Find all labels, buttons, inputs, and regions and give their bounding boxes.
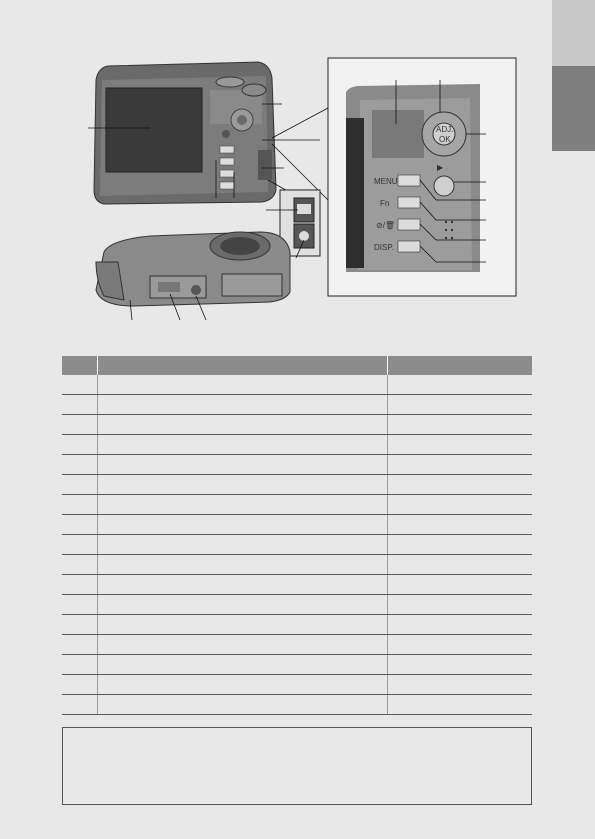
chapter-tab-dark xyxy=(552,66,595,151)
table-cell xyxy=(387,634,532,655)
table-row xyxy=(62,614,532,635)
table-cell xyxy=(97,534,388,555)
table-cell xyxy=(62,394,98,415)
table-cell xyxy=(62,574,98,595)
table-cell xyxy=(97,514,388,535)
camera-back-illustration xyxy=(93,61,277,205)
table-cell xyxy=(387,514,532,535)
table-cell xyxy=(62,594,98,615)
table-cell xyxy=(62,674,98,695)
table-cell xyxy=(97,394,388,415)
table-row xyxy=(62,654,532,675)
table-row xyxy=(62,494,532,515)
table-cell xyxy=(387,574,532,595)
table-row xyxy=(62,514,532,535)
table-row xyxy=(62,414,532,435)
table-cell xyxy=(387,474,532,495)
header-col-ref xyxy=(387,356,532,375)
table-cell xyxy=(387,394,532,415)
header-col-name xyxy=(97,356,388,375)
table-cell xyxy=(97,654,388,675)
table-row xyxy=(62,554,532,575)
table-cell xyxy=(387,534,532,555)
table-cell xyxy=(62,614,98,635)
table-row xyxy=(62,674,532,695)
table-cell xyxy=(97,375,388,395)
table-cell xyxy=(387,654,532,675)
menu-button-label: MENU xyxy=(374,177,398,186)
parts-table xyxy=(62,356,532,715)
zoom-inset-illustration: MENU Fn ⊘/🗑 DISP. ADJ. OK ▶ xyxy=(346,84,480,272)
table-cell xyxy=(62,654,98,675)
fn-button-label: Fn xyxy=(380,199,389,208)
table-cell xyxy=(387,494,532,515)
chapter-tab-light xyxy=(552,0,595,66)
note-box xyxy=(62,727,532,805)
table-cell xyxy=(387,594,532,615)
table-cell xyxy=(62,434,98,455)
table-row xyxy=(62,375,532,395)
table-row xyxy=(62,634,532,655)
table-row xyxy=(62,534,532,555)
table-row xyxy=(62,594,532,615)
playback-icon: ▶ xyxy=(437,163,444,172)
table-row xyxy=(62,474,532,495)
ok-label: OK xyxy=(439,135,451,144)
adj-label: ADJ. xyxy=(436,125,453,134)
table-cell xyxy=(62,494,98,515)
table-row xyxy=(62,454,532,475)
disp-button-label: DISP. xyxy=(374,243,394,252)
table-cell xyxy=(97,634,388,655)
table-row xyxy=(62,574,532,595)
table-cell xyxy=(62,514,98,535)
table-row xyxy=(62,434,532,455)
table-cell xyxy=(387,614,532,635)
table-cell xyxy=(97,594,388,615)
table-cell xyxy=(387,554,532,575)
table-cell xyxy=(62,414,98,435)
table-cell xyxy=(387,674,532,695)
table-header-row xyxy=(62,356,532,375)
table-cell xyxy=(97,574,388,595)
table-cell xyxy=(97,454,388,475)
table-cell xyxy=(97,554,388,575)
table-cell xyxy=(387,434,532,455)
table-cell xyxy=(97,474,388,495)
table-cell xyxy=(97,414,388,435)
table-cell xyxy=(62,694,98,715)
table-cell xyxy=(62,375,98,395)
table-row xyxy=(62,394,532,415)
table-cell xyxy=(62,454,98,475)
table-cell xyxy=(97,694,388,715)
camera-bottom-illustration xyxy=(95,231,291,307)
table-row xyxy=(62,694,532,715)
table-cell xyxy=(387,454,532,475)
table-cell xyxy=(97,434,388,455)
table-cell xyxy=(62,554,98,575)
table-cell xyxy=(387,694,532,715)
table-cell xyxy=(62,474,98,495)
lcd-screen xyxy=(105,87,203,173)
table-cell xyxy=(387,375,532,395)
table-cell xyxy=(97,614,388,635)
delete-button-label: ⊘/🗑 xyxy=(376,221,395,230)
table-cell xyxy=(97,674,388,695)
table-cell xyxy=(387,414,532,435)
header-col-number xyxy=(62,356,98,375)
table-cell xyxy=(62,534,98,555)
table-cell xyxy=(62,634,98,655)
table-cell xyxy=(97,494,388,515)
camera-parts-figure: MENU Fn ⊘/🗑 DISP. ADJ. OK ▶ xyxy=(88,57,517,321)
